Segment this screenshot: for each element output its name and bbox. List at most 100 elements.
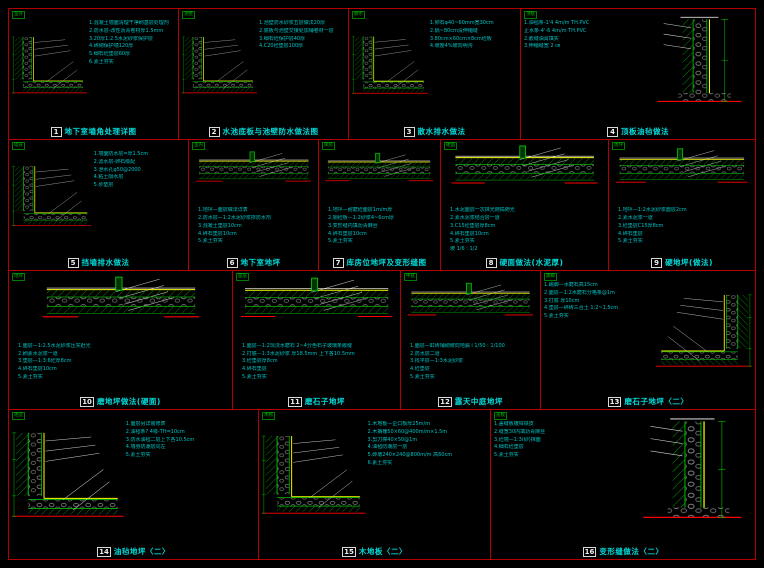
panel-number: 12 [438, 396, 452, 407]
panel-number: 15 [342, 546, 356, 557]
panel-title: 硬面做法(水泥厚) [499, 258, 564, 267]
note-line: 5.素土夯实 [494, 452, 519, 458]
note-line: 1.盖缝板镀锌铁皮 [494, 421, 534, 427]
panel-title: 磨地坪做法(硬面) [96, 397, 161, 406]
note-line: 2.打底—1:3水泥砂浆 厚18.5mm 上下各10.5mm [242, 350, 355, 357]
panel-tag: 面层 [236, 273, 249, 281]
wall-corner-sketch [656, 275, 752, 388]
floor-section-sketch [616, 144, 748, 204]
note-line: 3.泄水孔φ50@2000 [93, 166, 141, 173]
floor-section-sketch [449, 144, 600, 204]
panel-title: 油毡地坪〈二〉 [113, 547, 170, 556]
note-line: 1.池壁防水砂浆五层做法20厚 [258, 20, 326, 26]
panel-number: 1 [50, 126, 62, 137]
floor-section-sketch [19, 275, 223, 340]
panel-title-bar: 5 挡墙排水做法 [9, 256, 188, 269]
panel-title-bar: 16 变形缝做法〈二〉 [491, 545, 755, 558]
panel-title: 库房位地坪及变形缝图 [346, 258, 427, 267]
floor-section-sketch [408, 275, 533, 340]
note-line: 4.碎石垫层10cm [198, 230, 237, 237]
note-line: 1.混凝土墙面清理干净刷基层处理剂 [88, 20, 169, 26]
floor-section-sketch [196, 144, 312, 204]
panel-tag: 盖板 [494, 412, 507, 420]
note-line: 2.底板与池壁交接处加铺卷材一层 [258, 27, 334, 34]
panel-tag: 库房 [322, 142, 335, 150]
note-line: 4.碎石垫层 [618, 230, 643, 237]
note-line: 3.变形缝内填沥青麻丝 [328, 222, 378, 229]
panel-title: 露天中庭地坪 [454, 397, 503, 406]
note-line: 3.砼垫层C15厚8cm [618, 222, 664, 229]
panel-number: 13 [607, 396, 622, 407]
panel-title-bar: 3 散水排水做法 [349, 125, 520, 138]
panel-title: 地下室墙角处理详图 [64, 127, 137, 136]
panel-number: 10 [80, 396, 94, 407]
floor-section-sketch [325, 144, 433, 204]
panel-tag: 硬面 [444, 142, 457, 150]
panel-title-bar: 4 顶板油毡做法 [521, 125, 755, 138]
note-line: 1.踢脚—水磨石高15cm [544, 282, 598, 288]
panel-tag: 墙背 [12, 142, 25, 150]
panel-number: 14 [97, 546, 111, 557]
note-line: 3.找平层—1:3水泥砂浆 [410, 358, 463, 365]
note-line: 2.防水层—1:2水泥砂浆掺防水剂 [198, 215, 271, 222]
panel-title: 水池底板与池壁防水做法图 [222, 127, 319, 136]
note-line: 3.混凝土垫层10cm [198, 222, 242, 229]
note-line: 5.素土夯实 [198, 238, 223, 245]
note-line: 5.砂垫层 [93, 182, 114, 188]
note-line: 4.砼垫层 [410, 366, 430, 373]
panel-title: 木地板〈二〉 [358, 547, 407, 556]
note-line: 1.地坪—耐磨砼面层1m/m厚 [328, 207, 393, 214]
panel-tag: 地坪 [12, 273, 25, 281]
wall-corner-sketch [352, 13, 428, 118]
note-line: 1.水泥面层一次抹光随捣随光 [450, 207, 515, 214]
note-line: 2.面层—1:2水磨石分格条@1m [544, 289, 615, 296]
note-line: 3.伸缩缝宽 2 ㎝ [524, 43, 561, 50]
parapet-sketch [633, 414, 752, 537]
floor-section-sketch [241, 275, 392, 340]
note-line: 5.素土夯实 [410, 373, 435, 380]
panel-tag: 池壁 [182, 11, 195, 19]
panel-number: 7 [332, 257, 344, 268]
note-line: 1.油毡条-1'4 4m/m TH.PVC [524, 20, 590, 26]
panel-title: 顶板油毡做法 [621, 127, 669, 136]
note-line: 1.地坪—1:2水泥砂浆面层2cm [618, 207, 687, 214]
panel-title: 磨石子地坪〈二〉 [624, 397, 689, 406]
note-line: 4.坡度4%坡向明沟 [429, 43, 473, 50]
note-line: 1.卵石φ40~60mm宽30cm [429, 20, 494, 26]
panel-number: 9 [651, 257, 663, 268]
note-line: 5.素土夯实 [242, 373, 267, 380]
note-line: 6.素土夯实 [88, 58, 114, 65]
note-line: 5.素土夯实 [544, 313, 569, 319]
note-line: 2.嵌缝油膏填实 [524, 35, 559, 42]
note-line: 5.素土夯实 [18, 373, 43, 380]
note-line: 4.墙身防潮层同左 [125, 444, 166, 451]
panel-tag: 室外 [12, 11, 25, 19]
note-line: 1.面层—缸砖铺砌坡向地漏 i 1/50 : 1/100 [410, 342, 505, 349]
note-line: 1.墙面防水层=厚1.5cm [93, 151, 149, 157]
panel-title: 变形缝做法〈二〉 [599, 547, 664, 556]
note-line: 6.素土夯实 [367, 459, 393, 466]
panel-title-bar: 10 磨地坪做法(硬面) [9, 395, 232, 408]
note-line: 3.砼垫层厚8cm [242, 358, 278, 365]
note-line: 5.素土夯实 [618, 238, 643, 245]
panel-tag: 顶板 [524, 11, 537, 19]
note-line: 2.隔~80cm设伸缩缝 [429, 27, 478, 34]
note-line: 1.木地板—企口板厚25m/m [367, 421, 431, 427]
note-line: 4.碎石垫层10cm [328, 230, 367, 237]
note-line: 2.木搁栅50×60@400m/m×1.5m [367, 428, 448, 435]
note-line: 1.面层—1:2.5水泥砂浆压实赶光 [18, 342, 91, 349]
note-line: 3.防水油毡二层上下各10.5cm [125, 436, 195, 443]
panel-title-bar: 11 磨石子地坪 [233, 395, 400, 408]
